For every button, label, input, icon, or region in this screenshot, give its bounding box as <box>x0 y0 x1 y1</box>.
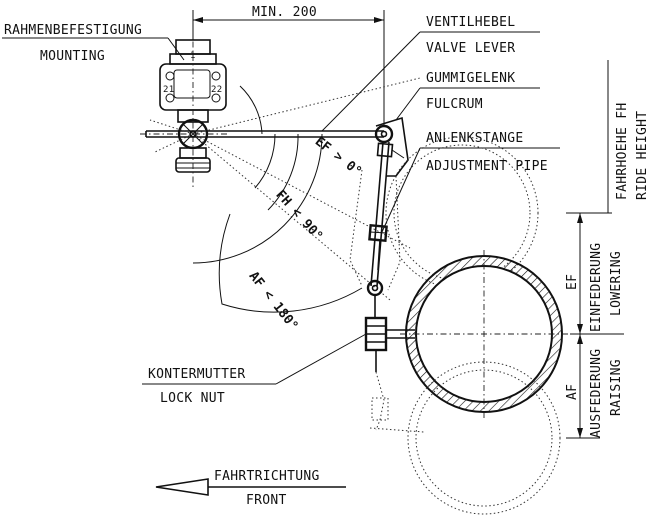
min-distance-label: MIN. 200 <box>252 5 317 20</box>
min-distance-dimension: MIN. 200 <box>192 5 385 126</box>
axle-bracket <box>364 295 425 433</box>
ride-height-dimension: FAHRHOEHE FH RIDE HEIGHT EF AF EINFEDERU… <box>565 60 647 439</box>
port-22-label: 22 <box>211 85 222 95</box>
lowering-label-de: EINFEDERUNG <box>589 243 604 332</box>
direction-label-de: FAHRTRICHTUNG <box>214 469 320 484</box>
front-arrow-icon <box>155 478 209 496</box>
raising-label-en: RAISING <box>609 359 624 416</box>
ride-height-label-en: RIDE HEIGHT <box>635 111 647 200</box>
valve-lever-label-de: VENTILHEBEL <box>426 15 515 30</box>
valve-lever-label-en: VALVE LEVER <box>426 41 515 56</box>
axle-tube-upper <box>385 136 539 290</box>
adjustment-pipe-label-de: ANLENKSTANGE <box>426 131 524 146</box>
af-angle-label: AF < 180° <box>246 269 301 334</box>
axle-tube-nominal <box>400 250 570 420</box>
direction-label-en: FRONT <box>246 493 287 508</box>
ef-short-label: EF <box>565 274 580 290</box>
af-angle-arc <box>218 213 363 313</box>
valve-lever <box>145 124 394 144</box>
ride-height-label-de: FAHRHOEHE FH <box>615 102 630 200</box>
mounting-label-de: RAHMENBEFESTIGUNG <box>4 23 142 38</box>
fulcrum-label-de: GUMMIGELENK <box>426 71 515 86</box>
af-short-label: AF <box>565 384 580 400</box>
direction-of-travel: FAHRTRICHTUNG FRONT <box>155 469 346 508</box>
adjustment-pipe-label-en: ADJUSTMENT PIPE <box>426 159 548 174</box>
fh-angle-arc <box>267 133 299 211</box>
ef-angle-arc <box>254 133 276 189</box>
raising-label-de: AUSFEDERUNG <box>589 349 604 438</box>
fh-angle-label: FH < 90° <box>272 188 325 245</box>
fulcrum-label-en: FULCRUM <box>426 97 483 112</box>
axle-tube-lower <box>407 361 561 515</box>
lock-nut-label-de: KONTERMUTTER <box>148 367 246 382</box>
mounting-label-en: MOUNTING <box>40 49 105 64</box>
port-21-label: 21 <box>163 85 174 95</box>
lowering-label-en: LOWERING <box>609 251 624 316</box>
lock-nut-label-en: LOCK NUT <box>160 391 225 406</box>
